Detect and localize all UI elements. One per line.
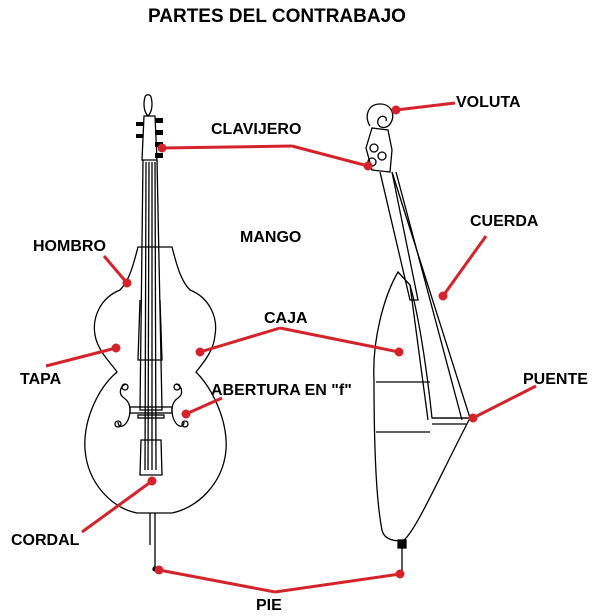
label-clavijero: CLAVIJERO	[211, 121, 302, 138]
leader-cuerda	[441, 235, 488, 297]
diagram-title: PARTES DEL CONTRABAJO	[148, 6, 406, 27]
leader-caja-left	[199, 326, 281, 354]
leader-cordal	[81, 479, 153, 534]
label-mango: MANGO	[240, 229, 302, 246]
side-strings	[391, 171, 471, 419]
front-pegs	[136, 118, 163, 158]
label-puente: PUENTE	[523, 371, 588, 388]
label-pie: PIE	[256, 597, 282, 614]
label-cordal: CORDAL	[11, 532, 80, 549]
leader-abertura	[185, 396, 223, 416]
side-body-outline	[373, 270, 472, 542]
front-tailpiece	[139, 439, 163, 476]
leader-voluta	[395, 101, 456, 112]
leader-clavijero-right	[291, 144, 369, 168]
side-pegbox	[365, 127, 393, 173]
leader-pie-left	[158, 568, 276, 594]
front-neck	[139, 159, 163, 411]
side-view-bass	[365, 103, 472, 574]
leader-hombro	[102, 255, 129, 284]
label-abertura: ABERTURA EN "f"	[211, 382, 352, 399]
label-tapa: TAPA	[20, 371, 62, 388]
front-pegbox	[141, 115, 158, 161]
front-f-hole-left	[117, 383, 131, 427]
leader-caja-right	[279, 326, 400, 354]
leader-tapa	[45, 346, 117, 368]
leader-lines	[45, 101, 537, 594]
label-cuerda: CUERDA	[470, 213, 539, 230]
label-hombro: HOMBRO	[33, 238, 106, 255]
front-f-hole-right	[171, 383, 185, 427]
front-body-outline	[84, 246, 227, 514]
leader-puente	[472, 384, 537, 420]
leader-pie-right	[274, 572, 401, 594]
leader-clavijero-left	[161, 144, 293, 150]
front-view-bass	[84, 94, 227, 572]
front-scroll	[143, 94, 153, 117]
label-voluta: VOLUTA	[456, 94, 521, 111]
label-caja: CAJA	[264, 310, 308, 327]
side-scroll	[366, 103, 394, 129]
